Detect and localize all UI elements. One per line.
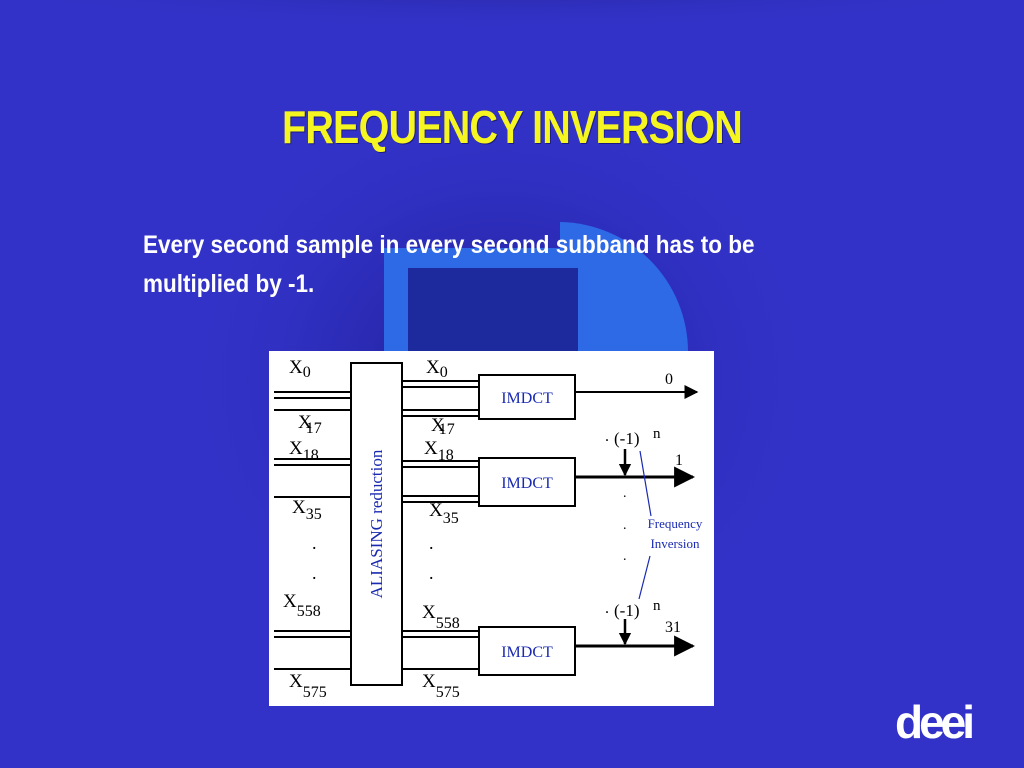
annotation-leader-bottom — [638, 555, 651, 600]
imdct-label-0: IMDCT — [501, 390, 553, 407]
annotation-inversion: Inversion — [650, 536, 700, 551]
aliasing-reduction-label: ALIASING reduction — [367, 449, 386, 598]
out-dot-1: . — [429, 533, 434, 553]
aliasing-reduction-block — [350, 362, 403, 686]
annotation-frequency: Frequency — [648, 516, 703, 531]
out-label-x17: X17 — [431, 415, 455, 438]
multiplier-dot-1: . — [605, 428, 609, 445]
right-dot-3: . — [623, 549, 627, 564]
imdct-block-1 — [478, 457, 576, 507]
output-index-1: 1 — [675, 452, 683, 469]
multiplier-exp-31: n — [653, 598, 661, 614]
in-dot-1: . — [312, 533, 317, 553]
in-label-x575: X575 — [289, 671, 327, 701]
out-dot-2: . — [429, 563, 434, 583]
right-dot-1: . — [623, 486, 627, 501]
out-label-x35: X35 — [429, 500, 459, 527]
deei-logo: deei — [895, 696, 975, 748]
output-index-31: 31 — [665, 619, 681, 636]
in-label-x558: X558 — [283, 591, 321, 620]
multiplier-dot-31: . — [605, 600, 609, 617]
imdct-label-1: IMDCT — [501, 475, 553, 492]
imdct-block-31 — [478, 626, 576, 676]
out-label-x0: X0 — [426, 357, 448, 381]
imdct-label-31: IMDCT — [501, 644, 553, 661]
in-label-x17: X17 — [298, 412, 322, 437]
slide-body-text: Every second sample in every second subb… — [143, 231, 755, 298]
multiplier-factor-1: (-1) — [614, 429, 639, 448]
out-label-x575: X575 — [422, 671, 460, 701]
middle-lines — [402, 380, 479, 670]
out-label-x18: X18 — [424, 438, 454, 464]
multiplier-exp-1: n — [653, 426, 661, 442]
out-label-x558: X558 — [422, 602, 460, 632]
slide-title: FREQUENCY INVERSION — [282, 101, 743, 153]
in-dot-2: . — [312, 563, 317, 583]
diagram-svg: ALIASING reduction IMDCT IMDCT IMDCT — [274, 357, 703, 701]
annotation-leader-top — [639, 450, 652, 517]
imdct-block-0 — [478, 374, 576, 420]
input-lines — [274, 391, 351, 670]
in-label-x35: X35 — [292, 497, 322, 523]
in-label-x18: X18 — [289, 438, 319, 464]
in-label-x0: X0 — [289, 357, 311, 381]
output-index-0: 0 — [665, 371, 673, 388]
frequency-inversion-diagram: ALIASING reduction IMDCT IMDCT IMDCT — [269, 351, 714, 706]
right-dot-2: . — [623, 518, 627, 533]
multiplier-factor-31: (-1) — [614, 601, 639, 620]
